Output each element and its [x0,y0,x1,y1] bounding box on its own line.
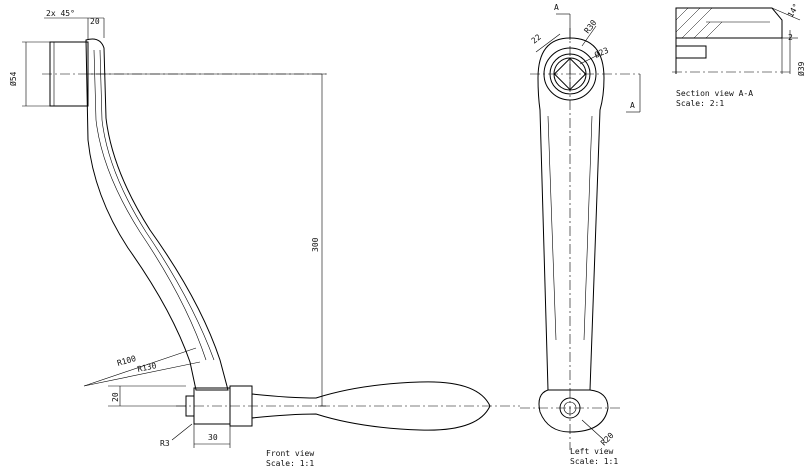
left-caption-title: Left view [570,447,614,456]
front-lower-offset-label: 20 [111,392,120,402]
front-view: 2x 45° 20 Ø54 300 R100 R130 20 R3 30 Fro… [8,9,520,468]
left-view: A A 22 R30 Ø23 R20 Left view Scale: 1:1 [520,3,641,466]
front-radius-2-label: R130 [137,361,158,374]
front-top-width-label: 20 [90,17,100,26]
section-angle-label: 14° [786,2,801,19]
left-section-marker-top: A [554,3,559,12]
left-bottom-boss [538,389,609,433]
front-caption-title: Front view [266,449,314,458]
section-diameter-label: Ø39 [796,61,806,76]
section-depth-label: 2 [788,33,793,42]
section-hatching [675,7,736,39]
left-crank-arm [537,37,605,391]
front-diameter-label: Ø54 [8,71,18,86]
front-chamfer-label: 2x 45° [46,9,75,18]
left-section-marker-bottom: A [630,101,635,110]
section-caption-title: Section view A-A [676,89,753,98]
front-height-label: 300 [311,237,320,252]
left-width-label: 22 [530,32,543,45]
left-square-bore [553,57,587,91]
front-bottom-width-label: 30 [208,433,218,442]
front-crank-arm [85,38,229,391]
section-view: 14° 2 Ø39 Section view A-A Scale: 2:1 [672,2,806,108]
front-radius-1-label: R100 [116,354,137,368]
front-caption-scale: Scale: 1:1 [266,459,314,468]
section-caption-scale: Scale: 2:1 [676,99,724,108]
left-top-radius-label: R30 [582,18,598,35]
left-caption-scale: Scale: 1:1 [570,457,618,466]
left-bottom-radius-label: R20 [599,431,616,448]
left-inner-diameter-label: Ø23 [593,45,610,60]
front-corner-radius-label: R3 [160,439,170,448]
section-profile [675,7,783,39]
